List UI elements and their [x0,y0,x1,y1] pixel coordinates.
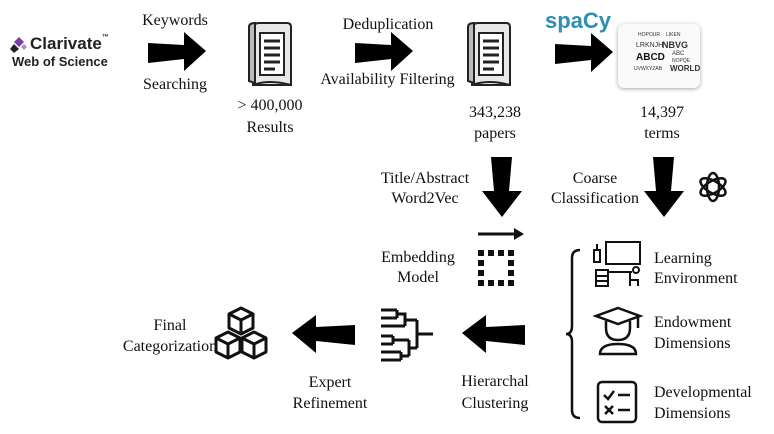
terms-label: terms [644,125,680,142]
dendrogram-icon [381,308,433,362]
word2vec-label: Word2Vec [391,190,459,207]
expert-label: Expert [308,374,352,391]
results-label: Results [246,119,294,136]
papers-count: 343,238 [469,104,521,121]
classification-label: Classification [551,190,639,207]
embedding-icon [478,228,524,286]
results-count: > 400,000 [237,97,303,114]
graduate-icon [592,306,644,356]
arrow-right-icon [555,33,613,72]
model-label: Model [397,269,439,286]
document-stack-icon [467,21,511,86]
web-of-science-label: Web of Science [12,54,108,69]
dimensions-label-2: Dimensions [654,405,731,422]
arrow-left-icon [292,315,355,353]
clarivate-name: Clarivate™ [30,34,109,53]
searching-label: Searching [143,76,207,93]
clarivate-logo: Clarivate™ Web of Science [10,34,125,74]
environment-label: Environment [654,270,738,287]
arrow-right-icon [148,32,206,71]
arrow-down-icon [482,157,522,217]
title-abstract-label: Title/Abstract [380,170,470,187]
clustering-label: Clustering [461,395,529,412]
cube-cluster-icon [214,306,268,360]
document-stack-icon [248,21,292,86]
final-label: Final [153,317,187,334]
arrow-left-icon [462,315,525,353]
terms-count: 14,397 [640,104,684,121]
dimensions-label-1: Dimensions [654,335,731,352]
availability-filtering-label: Availability Filtering [320,71,455,88]
keywords-label: Keywords [142,12,208,29]
spacy-logo: spaCy [545,8,612,33]
arrow-down-icon [644,157,684,217]
hierarchal-label: Hierarchal [461,373,529,390]
openai-icon [699,171,727,203]
embedding-label: Embedding [381,249,455,266]
learning-label: Learning [654,250,712,267]
classroom-icon [593,241,641,287]
category-brace [565,248,581,420]
endowment-label: Endowment [654,314,732,331]
refinement-label: Refinement [292,395,368,412]
deduplication-label: Deduplication [342,16,434,33]
coarse-label: Coarse [572,170,618,187]
arrow-right-icon [355,32,413,71]
developmental-label: Developmental [654,384,752,401]
categorization-label: Categorization [122,338,218,355]
clarivate-mark-icon [10,37,27,53]
papers-label: papers [474,125,516,142]
word-cloud-icon: HOPOUR LIKEN LRKNJH NBVG ABCD ABC NOPQE … [618,24,700,88]
checklist-icon [596,380,638,424]
